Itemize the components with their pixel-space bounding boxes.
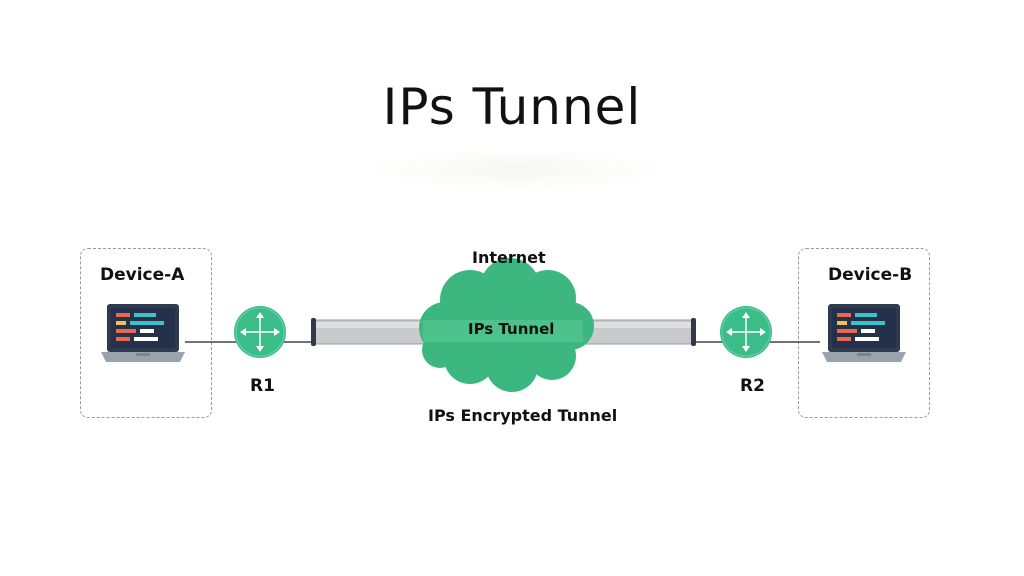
device-a-box[interactable]: [80, 248, 212, 418]
device-b-label: Device-B: [828, 265, 913, 285]
router-r1-icon[interactable]: [234, 306, 286, 358]
encrypted-tunnel-label: IPs Encrypted Tunnel: [428, 406, 618, 425]
laptop-b-icon[interactable]: [822, 304, 906, 362]
internet-label: Internet: [472, 248, 546, 267]
router-r1-label: R1: [250, 376, 275, 396]
page-title: IPs Tunnel: [382, 78, 642, 136]
laptop-a-icon[interactable]: [101, 304, 185, 362]
router-r2-label: R2: [740, 376, 765, 396]
title-underlay: [372, 150, 662, 190]
tunnel-label: IPs Tunnel: [468, 320, 555, 338]
tunnel-left-cap: [311, 318, 316, 346]
tunnel-in-cloud: [423, 320, 583, 342]
router-r2-icon[interactable]: [720, 306, 772, 358]
tunnel-right-cap: [691, 318, 696, 346]
device-a-label: Device-A: [100, 265, 185, 285]
